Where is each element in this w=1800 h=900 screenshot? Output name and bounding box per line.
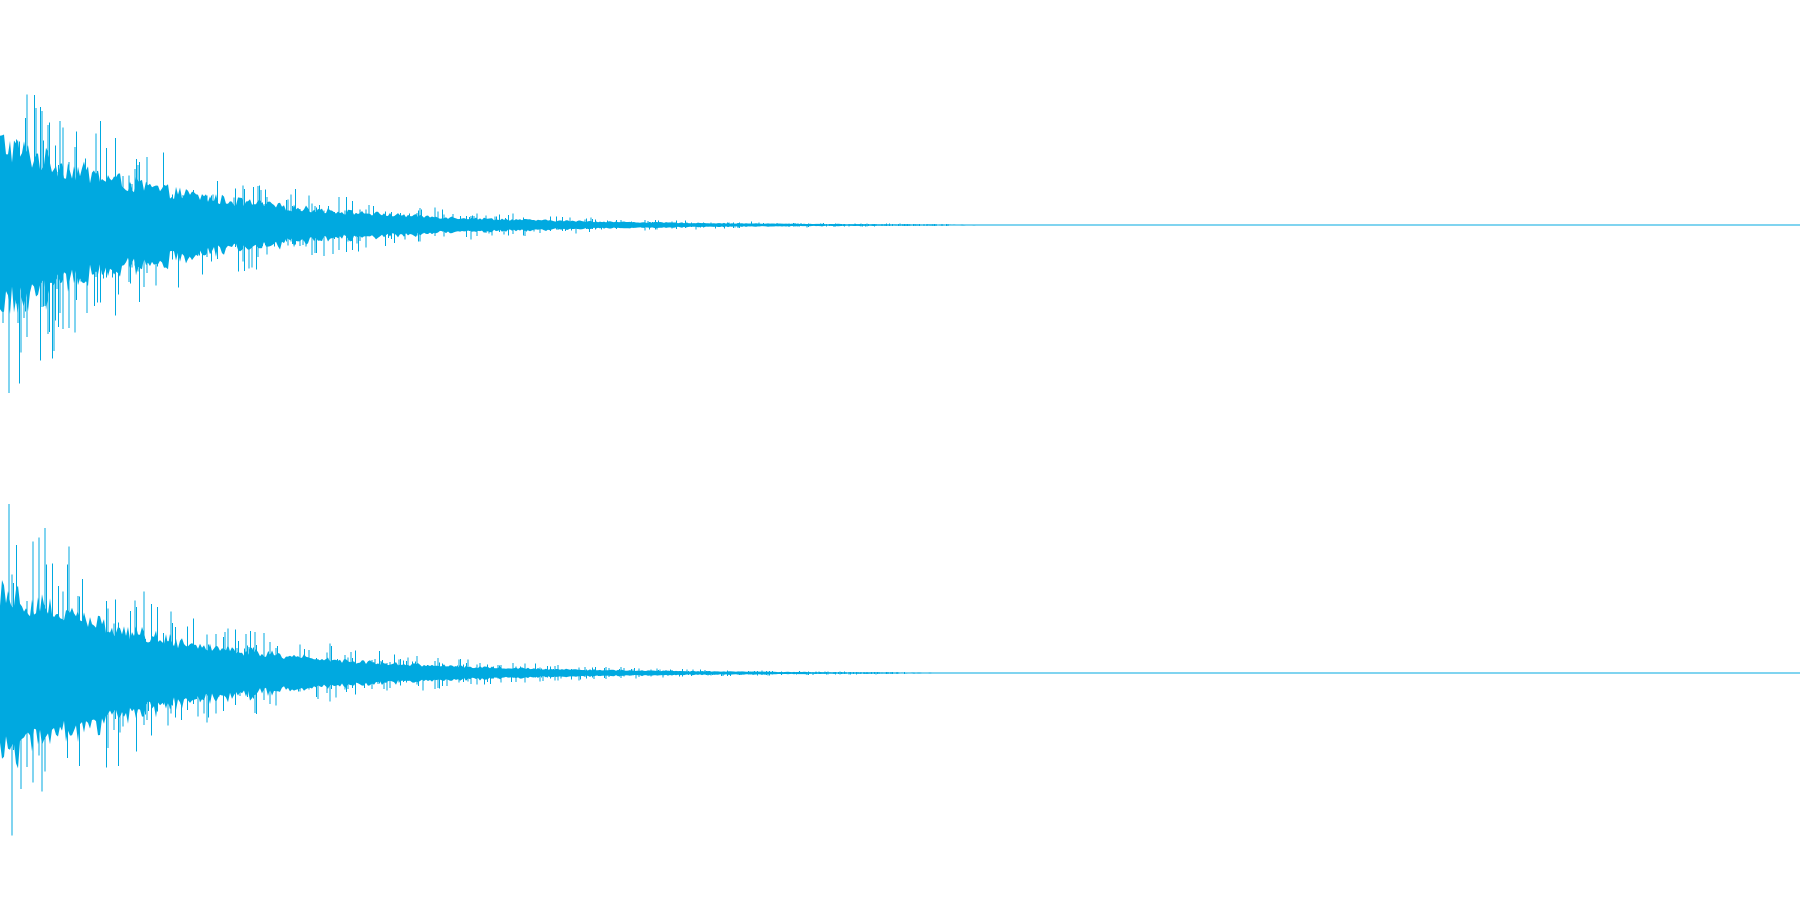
channel-1-signal (0, 94, 1800, 393)
waveform-envelope (0, 580, 1800, 769)
channel-2-signal (0, 503, 1800, 836)
channel-1-svg (0, 94, 1800, 393)
channel-2-svg (0, 503, 1800, 836)
channel-1-waveform[interactable] (0, 28, 1800, 424)
channel-2-waveform[interactable] (0, 476, 1800, 872)
